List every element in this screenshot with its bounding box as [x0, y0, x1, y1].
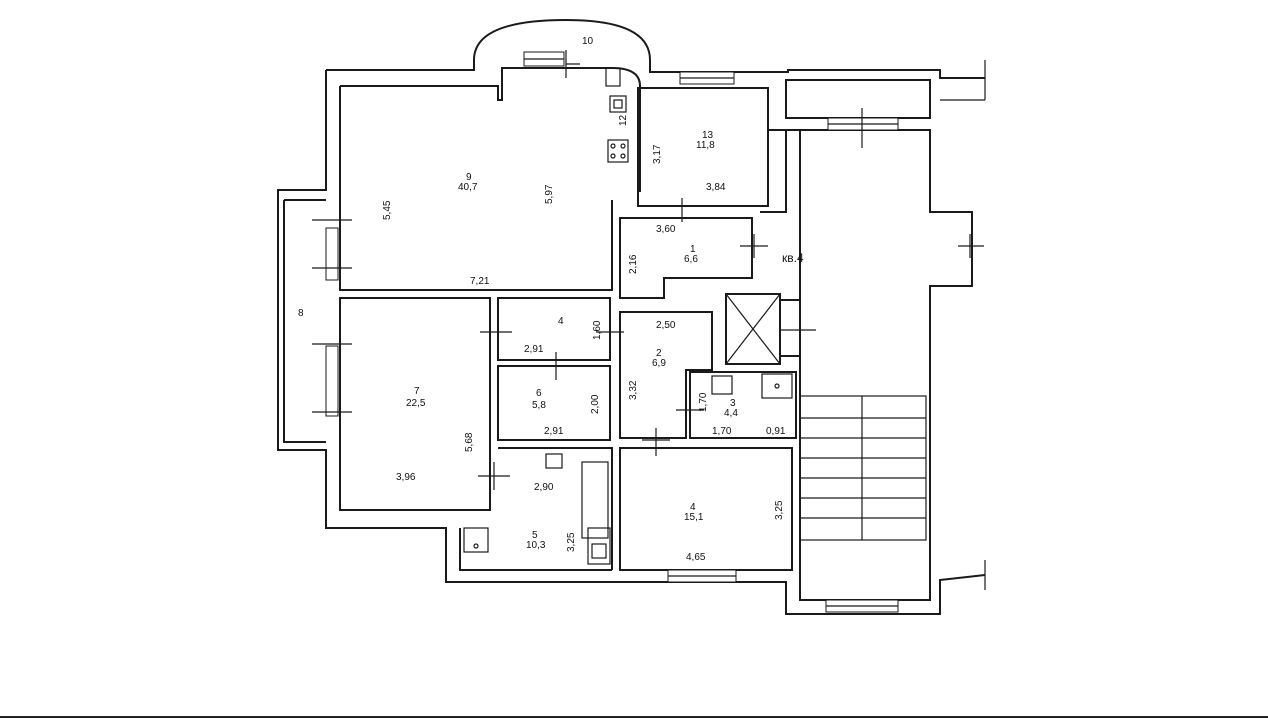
room-5-number: 5 [532, 530, 538, 541]
room-10-number: 10 [582, 36, 594, 47]
room-9-dim-height-right: 5,97 [544, 184, 555, 204]
fixtures [463, 67, 793, 565]
room-4-number: 4 [690, 502, 696, 513]
room-6-area: 5,8 [532, 400, 546, 411]
apartment-label: кв.4 [782, 251, 804, 265]
room-2-dim-height: 3,32 [628, 380, 639, 400]
room-labels: 10 12 9 40,7 5,45 5,97 7,21 13 11,8 3,17… [298, 36, 804, 563]
room-12-number: 12 [618, 114, 629, 126]
room-1-area: 6,6 [684, 254, 698, 265]
outer-walls [277, 18, 986, 615]
windows [325, 51, 899, 613]
bottom-border [0, 716, 1268, 718]
room-3-dim-width-small: 0,91 [766, 426, 786, 437]
room-7-dim-height: 5,68 [464, 432, 475, 452]
room-13-number: 13 [702, 130, 714, 141]
room-4-area: 15,1 [684, 512, 704, 523]
room-4-dim-height: 3,25 [774, 500, 785, 520]
staircase [799, 395, 927, 541]
room-1-dim-height: 2,16 [628, 254, 639, 274]
room-13-dim-width: 3,84 [706, 182, 726, 193]
wc-small-number: 4 [558, 316, 564, 327]
room-9-number: 9 [466, 172, 472, 183]
room-5-dim-height: 3,25 [566, 532, 577, 552]
door-marks [312, 50, 984, 490]
room-9-dim-height: 5,45 [382, 200, 393, 220]
room-2-dim-width: 2,50 [656, 320, 676, 331]
room-5-area: 10,3 [526, 540, 546, 551]
room-2-number: 2 [656, 348, 662, 359]
room-8-number: 8 [298, 308, 304, 319]
room-5-dim-width: 2,90 [534, 482, 554, 493]
room-3-area: 4,4 [724, 408, 738, 419]
wc-small-dim-height: 1,60 [592, 320, 603, 340]
wc-small-dim-width: 2,91 [524, 344, 544, 355]
room-13-area: 11,8 [696, 140, 715, 151]
room-3-dim-width: 1,70 [712, 426, 732, 437]
room-4-dim-width: 4,65 [686, 552, 706, 563]
room-1-dim-width: 3,60 [656, 224, 676, 235]
interior-walls [497, 87, 801, 571]
room-7-dim-width: 3,96 [396, 472, 416, 483]
room-9-dim-width: 7,21 [470, 276, 490, 287]
room-6-dim-height: 2,00 [590, 394, 601, 414]
room-6-number: 6 [536, 388, 542, 399]
room-7-number: 7 [414, 386, 420, 397]
room-9-area: 40,7 [458, 182, 478, 193]
room-3-number: 3 [730, 398, 736, 409]
room-2-area: 6,9 [652, 358, 666, 369]
room-7-area: 22,5 [406, 398, 426, 409]
room-13-dim-height: 3,17 [652, 144, 663, 164]
room-1-number: 1 [690, 244, 696, 255]
room-6-dim-width: 2,91 [544, 426, 564, 437]
room-3-dim-height: 1,70 [698, 392, 709, 412]
